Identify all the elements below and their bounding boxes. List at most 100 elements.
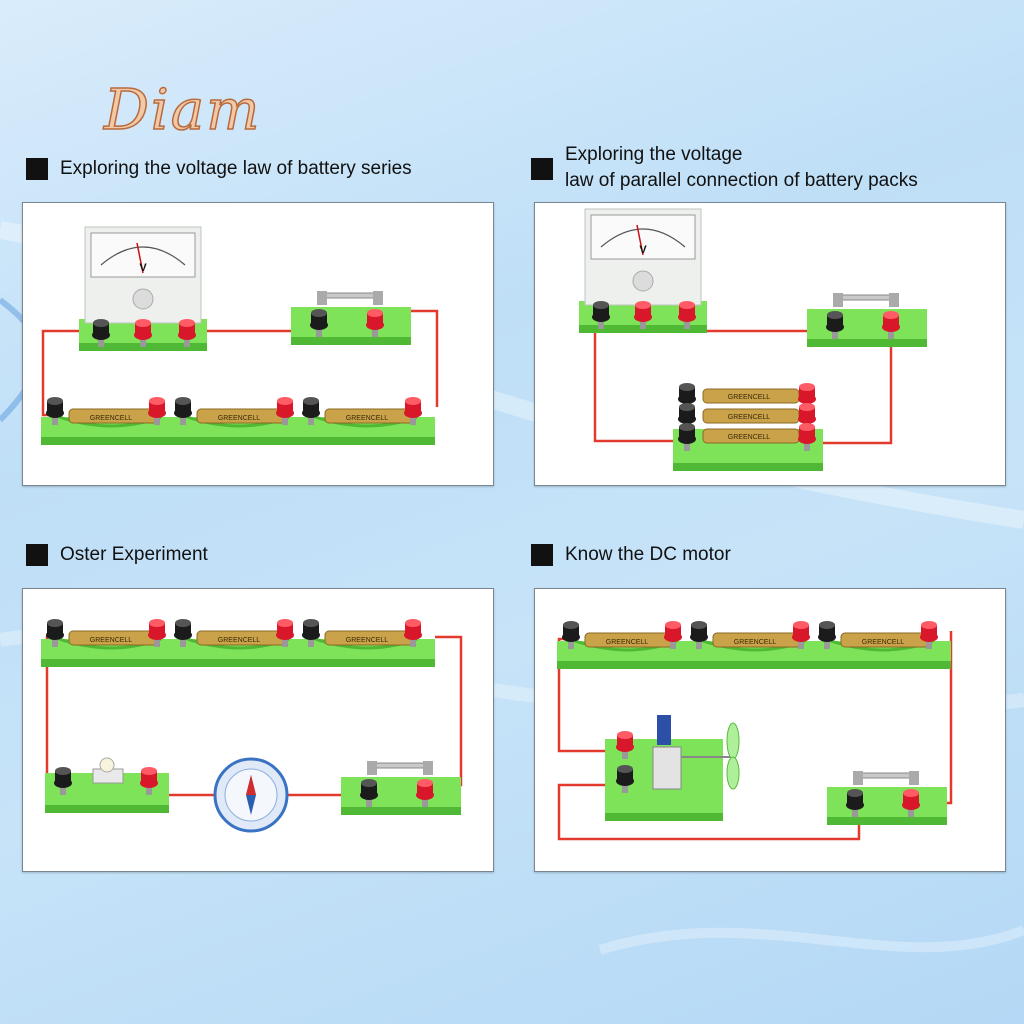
meter-scale <box>600 228 686 248</box>
section-title: Know the DC motor <box>565 544 731 565</box>
square-bullet-icon <box>531 544 553 566</box>
switch-base <box>827 787 947 817</box>
red-terminal-icon <box>366 309 384 337</box>
motor-body-icon <box>652 746 682 790</box>
red-terminal-icon <box>798 403 816 431</box>
red-terminal-icon <box>404 619 422 647</box>
black-terminal-icon <box>46 397 64 425</box>
switch-clip <box>423 761 433 775</box>
battery-label: GREENCELL <box>606 639 649 646</box>
meter-needle <box>136 242 144 274</box>
section-title: Exploring the voltage law of battery ser… <box>60 158 412 179</box>
motor-battery-holder-edge <box>557 661 951 669</box>
battery-label: GREENCELL <box>218 415 261 422</box>
red-terminal-icon <box>634 301 652 329</box>
square-bullet-icon <box>26 544 48 566</box>
meter-knob <box>632 270 654 292</box>
red-terminal-icon <box>902 789 920 817</box>
motor-base-edge <box>605 813 723 821</box>
switch-hinge <box>367 761 377 775</box>
section-title-line-2: law of parallel connection of battery pa… <box>565 170 918 191</box>
switch-base-edge <box>807 339 927 347</box>
switch-base <box>807 309 927 339</box>
red-terminal-icon <box>616 731 634 759</box>
section-heading-motor: Know the DC motor <box>531 542 731 568</box>
red-terminal-icon <box>178 319 196 347</box>
battery-label: GREENCELL <box>728 414 771 421</box>
fan-blade-icon <box>726 756 740 790</box>
motor-magnet <box>657 715 671 745</box>
red-terminal-icon <box>276 619 294 647</box>
switch-blade <box>370 762 428 769</box>
wire <box>557 637 625 753</box>
section-heading-oster: Oster Experiment <box>26 542 208 568</box>
red-terminal-icon <box>140 767 158 795</box>
red-terminal-icon <box>148 619 166 647</box>
red-terminal-icon <box>148 397 166 425</box>
black-terminal-icon <box>174 619 192 647</box>
wire <box>431 635 463 787</box>
oster-battery-holder-edge <box>41 659 435 667</box>
red-terminal-icon <box>664 621 682 649</box>
red-terminal-icon <box>920 621 938 649</box>
switch-clip <box>909 771 919 785</box>
battery-label: GREENCELL <box>346 415 389 422</box>
red-terminal-icon <box>798 423 816 451</box>
square-bullet-icon <box>531 158 553 180</box>
section-title: Oster Experiment <box>60 544 208 565</box>
black-terminal-icon <box>310 309 328 337</box>
switch-blade <box>856 772 914 779</box>
switch-blade <box>320 292 378 299</box>
switch-base-edge <box>341 807 461 815</box>
section-heading-series: Exploring the voltage law of battery ser… <box>26 156 412 182</box>
black-terminal-icon <box>174 397 192 425</box>
battery-label: GREENCELL <box>218 637 261 644</box>
black-terminal-icon <box>54 767 72 795</box>
red-terminal-icon <box>792 621 810 649</box>
switch-clip <box>373 291 383 305</box>
switch-base <box>341 777 461 807</box>
black-terminal-icon <box>562 621 580 649</box>
switch-hinge <box>853 771 863 785</box>
meter-symbol: V <box>139 262 147 274</box>
black-terminal-icon <box>846 789 864 817</box>
red-terminal-icon <box>134 319 152 347</box>
square-bullet-icon <box>26 158 48 180</box>
black-terminal-icon <box>592 301 610 329</box>
black-terminal-icon <box>302 619 320 647</box>
wire <box>557 783 861 841</box>
battery-label: GREENCELL <box>346 637 389 644</box>
meter-symbol: V <box>639 244 647 256</box>
black-terminal-icon <box>690 621 708 649</box>
compass-needle-north <box>246 775 256 795</box>
meter-knob <box>132 288 154 310</box>
black-terminal-icon <box>46 619 64 647</box>
meter-needle <box>636 224 644 256</box>
red-terminal-icon <box>404 397 422 425</box>
switch-blade <box>836 294 894 301</box>
wire <box>593 319 685 443</box>
parallel-battery-holder-edge <box>673 463 823 471</box>
black-terminal-icon <box>302 397 320 425</box>
battery-label: GREENCELL <box>728 434 771 441</box>
red-terminal-icon <box>416 779 434 807</box>
panel-series-circuit: V GREENCELL GREENCELL GREENCELL <box>22 202 494 486</box>
switch-base-edge <box>827 817 947 825</box>
battery-label: GREENCELL <box>862 639 905 646</box>
series-circuit-illustration: V GREENCELL GREENCELL GREENCELL <box>41 226 439 445</box>
black-terminal-icon <box>818 621 836 649</box>
series-battery-holder-edge <box>41 437 435 445</box>
brand-logo: Diam <box>103 77 262 144</box>
battery-label: GREENCELL <box>90 415 133 422</box>
red-terminal-icon <box>276 397 294 425</box>
switch-hinge <box>833 293 843 307</box>
red-terminal-icon <box>882 311 900 339</box>
bulb-base-edge <box>45 805 169 813</box>
bulb-icon <box>99 757 115 773</box>
